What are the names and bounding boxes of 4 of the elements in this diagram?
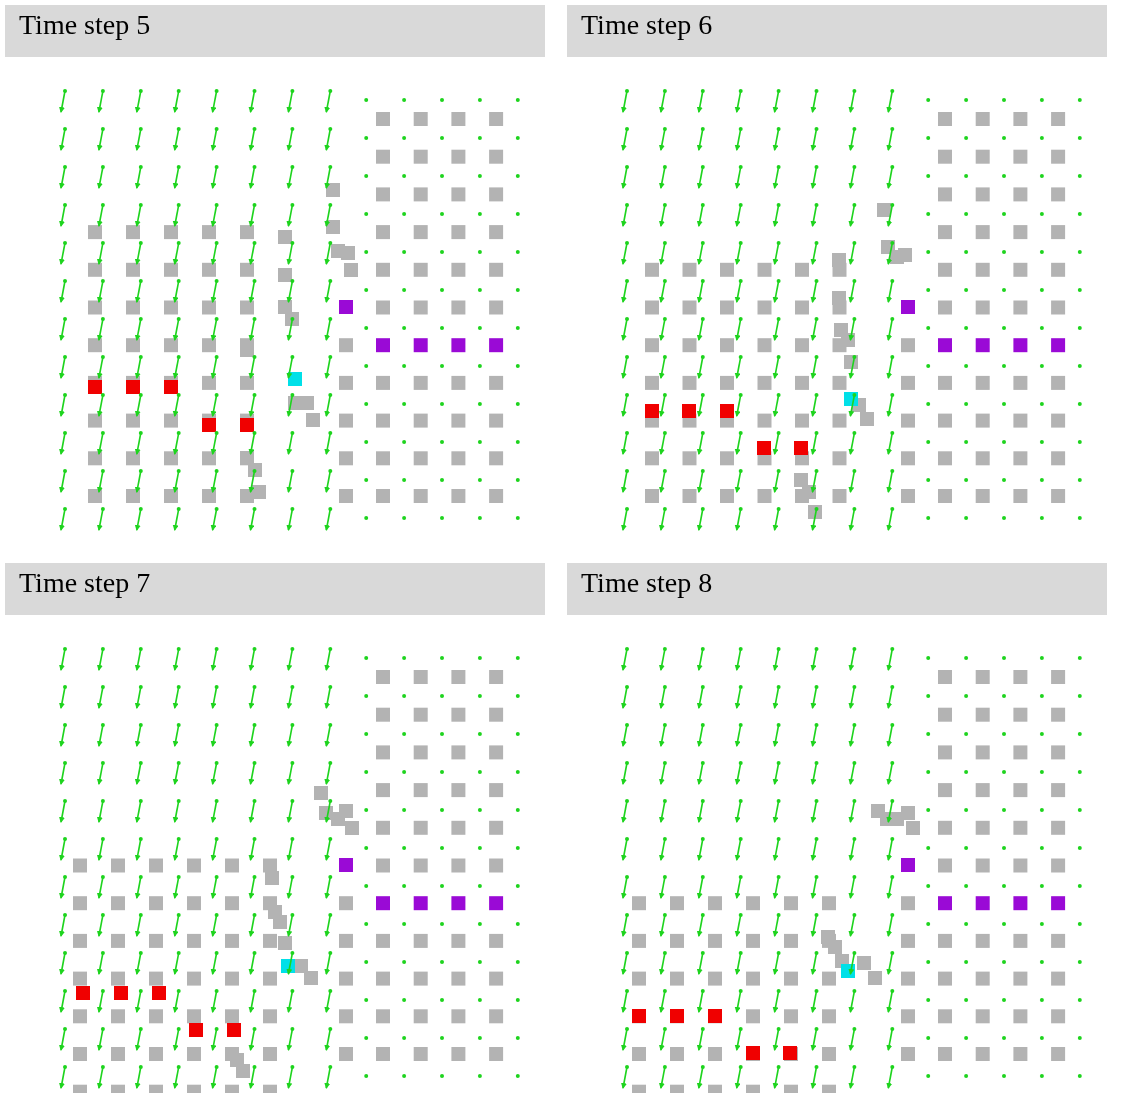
panel-header: Time step 6 [567, 5, 1107, 57]
panel-header: Time step 5 [5, 5, 545, 57]
panel-header: Time step 8 [567, 563, 1107, 615]
panel-header: Time step 7 [5, 563, 545, 615]
